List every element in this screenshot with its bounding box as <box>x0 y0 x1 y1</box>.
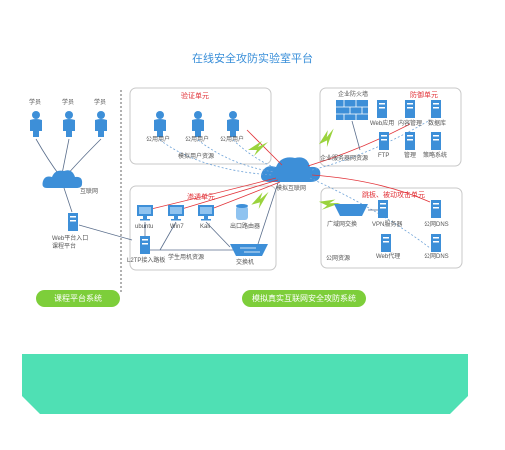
verify-user-icons <box>154 111 239 137</box>
simulated-internet-label: 模拟互联网 <box>276 186 307 192</box>
page-title: 在线安全攻防实验室平台 <box>192 53 313 65</box>
attack-unit-title: 渗透单元 <box>187 194 215 201</box>
defense-unit-title: 防御单元 <box>410 92 438 99</box>
wan-switch-icon <box>334 204 368 216</box>
victim-resource-label: 公网资源 <box>326 256 351 262</box>
machine-label: ubuntu <box>135 224 154 230</box>
server-label: Web应用 <box>370 121 395 127</box>
verify-user-label: 公用用户 <box>185 137 210 143</box>
simulated-security-system-label: 模拟真实互联网安全攻防系统 <box>242 290 366 307</box>
l2tp-label: L2TP接入路板 <box>127 258 166 264</box>
bolt-icon <box>248 190 273 211</box>
victim-item-label: Web代理 <box>376 254 401 260</box>
student-label: 学员 <box>62 100 75 106</box>
victim-unit-title: 跳板、被动攻击单元 <box>362 192 425 199</box>
switch-icon <box>230 244 268 256</box>
victim-item-label: VPN服务器 <box>372 222 403 228</box>
l2tp-board-icon <box>140 236 150 254</box>
defense-resource-label: 企业服务器网资源 <box>320 156 369 162</box>
server-label: 数据库 <box>428 121 447 127</box>
server-label: 管理 <box>404 153 417 159</box>
gateway-label: 出口路由器 <box>230 224 261 230</box>
internet-cloud-icon <box>42 170 83 188</box>
firewall-icon <box>336 100 368 120</box>
gateway-router-icon <box>236 204 248 220</box>
victim-item-label: 广域网交换 <box>327 222 358 228</box>
course-platform-label: 课程平台 <box>52 244 77 250</box>
student-label: 学员 <box>94 100 107 106</box>
verify-user-label: 公用用户 <box>220 137 245 143</box>
machine-label: Win7 <box>170 224 184 230</box>
server-label: 内容管理 <box>398 121 423 127</box>
simulated-internet-cloud-icon <box>261 157 321 182</box>
web-server-icon <box>68 213 78 231</box>
bolt-icon <box>315 127 340 150</box>
verify-unit-title: 验证单元 <box>181 93 209 100</box>
server-label: FTP <box>378 153 390 159</box>
verify-user-label: 公用用户 <box>146 137 171 143</box>
bottom-banner <box>22 354 468 414</box>
student-label: 学员 <box>29 100 42 106</box>
verify-resource-label: 模拟用户资源 <box>178 154 215 160</box>
firewall-label: 企业防火墙 <box>338 92 369 98</box>
victim-item-label: 公网DNS <box>424 254 449 260</box>
student-icons <box>30 111 107 137</box>
internet-label: 互联网 <box>80 189 99 195</box>
attack-machine-icons <box>137 205 214 221</box>
course-platform-system-label: 课程平台系统 <box>36 290 120 307</box>
victim-item-label: 公网DNS <box>424 222 449 228</box>
switch-label: 交换机 <box>236 260 255 266</box>
machine-label: Kali <box>200 224 211 230</box>
server-label: 策略系统 <box>423 153 448 159</box>
student-resource-label: 学生用机资源 <box>168 255 205 261</box>
web-entry-label: Web平台入口 <box>52 236 89 242</box>
